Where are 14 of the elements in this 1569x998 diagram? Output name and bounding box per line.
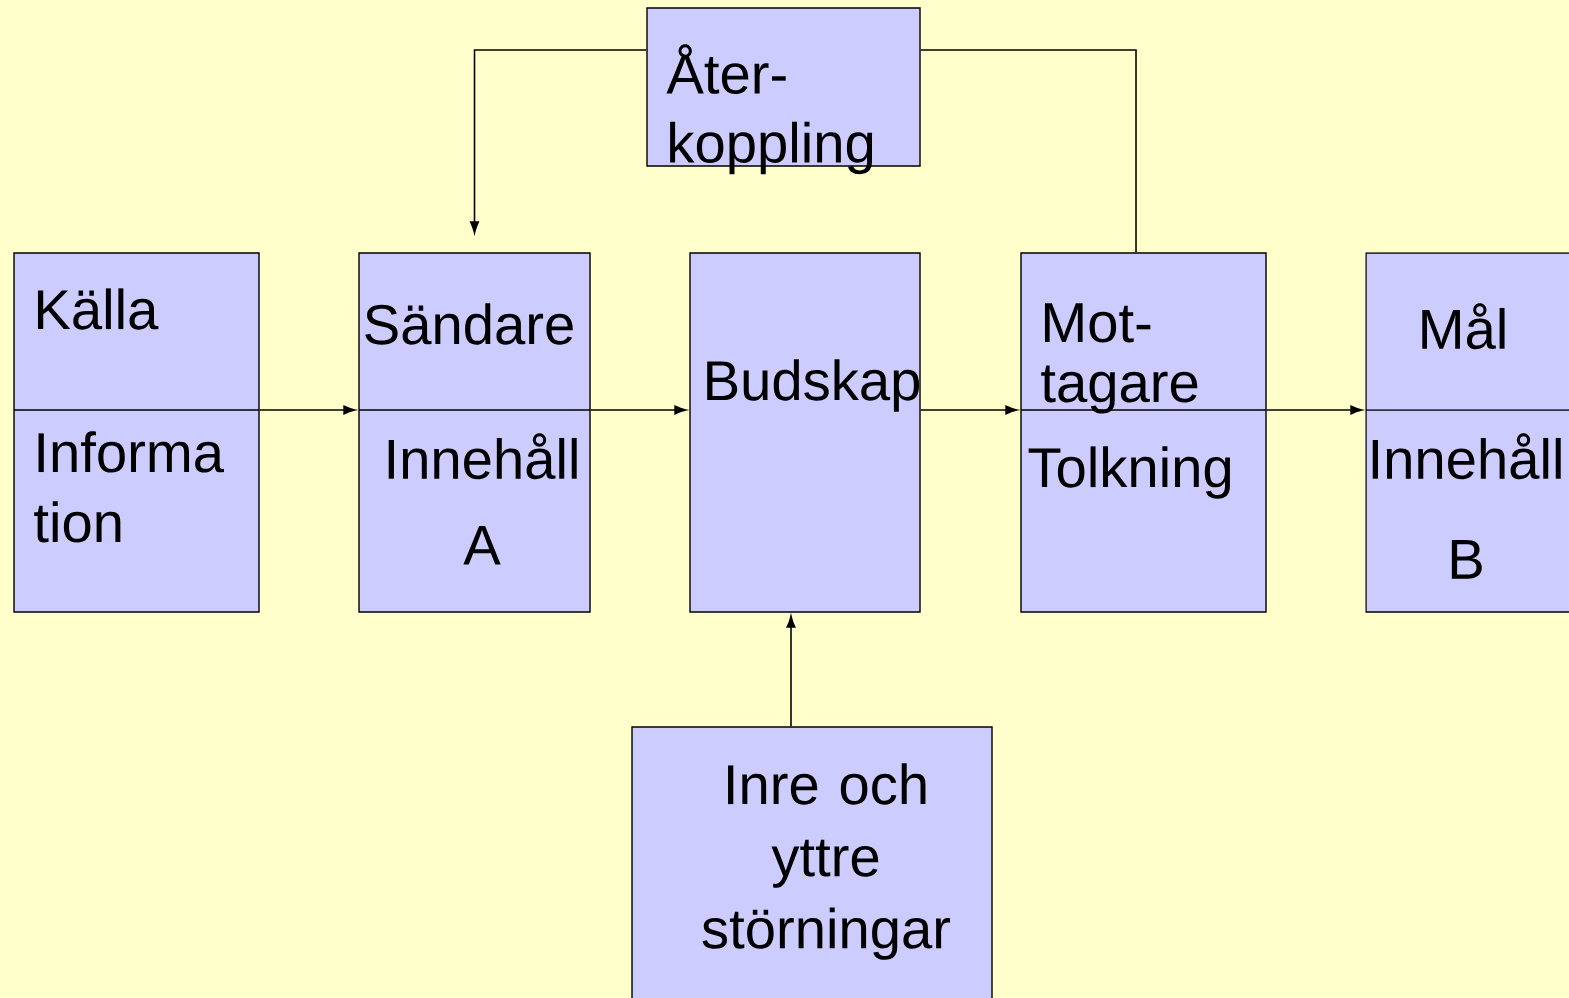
process-box: Åter- koppling (646, 7, 921, 175)
arrow (786, 615, 796, 728)
process-box: Sändare Innehåll A (358, 252, 591, 613)
process-box: Budskap (689, 252, 921, 613)
process-box: Mål Innehåll B (1365, 252, 1569, 613)
arrow (1265, 405, 1363, 415)
process-box: Inre och yttre störningar (631, 726, 993, 998)
connector-line (919, 49, 1137, 254)
arrow (258, 405, 356, 415)
process-box: Mot- tagare Tolkning (1020, 252, 1267, 613)
process-box: Källa Informa tion (13, 252, 260, 613)
arrow (919, 405, 1018, 415)
arrow (470, 49, 648, 234)
arrow (589, 405, 687, 415)
